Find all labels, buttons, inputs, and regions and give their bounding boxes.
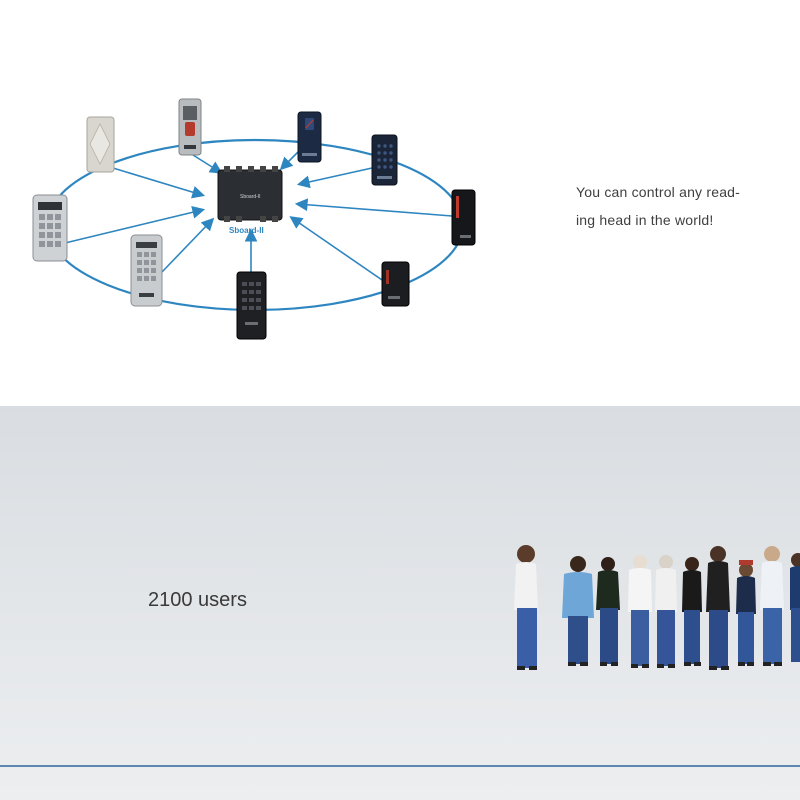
users-count-label: 2100 users (148, 589, 247, 611)
description-line-1: You can control any read- (576, 184, 741, 200)
top-panel: Sboard-II Sboard-II (32, 98, 776, 340)
person (596, 557, 620, 666)
person (790, 553, 800, 662)
reader-metal-keypad-wide (32, 194, 68, 262)
reader-black-red-stripe (451, 189, 476, 246)
person (760, 546, 784, 666)
description-line-2: ing head in the world! (576, 212, 714, 228)
arrow (161, 217, 215, 273)
arrow (64, 206, 206, 244)
person (655, 555, 677, 668)
reader-network-diagram: Sboard-II Sboard-II (32, 98, 476, 340)
person (682, 557, 702, 666)
person (628, 555, 652, 668)
controller-label: Sboard-II (229, 226, 264, 235)
connection-arrows (64, 149, 453, 281)
reader-black-square (381, 261, 410, 307)
arrow (296, 167, 373, 189)
divider-line (0, 765, 800, 767)
arrow (192, 154, 223, 174)
reader-black-keypad (236, 271, 267, 340)
arrow (289, 216, 383, 281)
person (514, 545, 538, 670)
person (706, 546, 730, 670)
reader-silver-rhombus (86, 116, 115, 173)
person (736, 560, 756, 666)
reader-navy-keypad (371, 134, 398, 186)
queue-of-people-image (514, 545, 800, 670)
controller-board: Sboard-II (217, 166, 283, 222)
controller-chip-text: Sboard-II (240, 194, 261, 200)
arrow (279, 149, 301, 171)
description-text: You can control any read- ing head in th… (576, 178, 776, 234)
arrow (294, 198, 453, 217)
arrow (112, 167, 206, 199)
reader-fingerprint (178, 98, 202, 156)
reader-dark-card (297, 111, 322, 163)
person (562, 556, 594, 666)
reader-metal-keypad-tall (130, 234, 163, 307)
